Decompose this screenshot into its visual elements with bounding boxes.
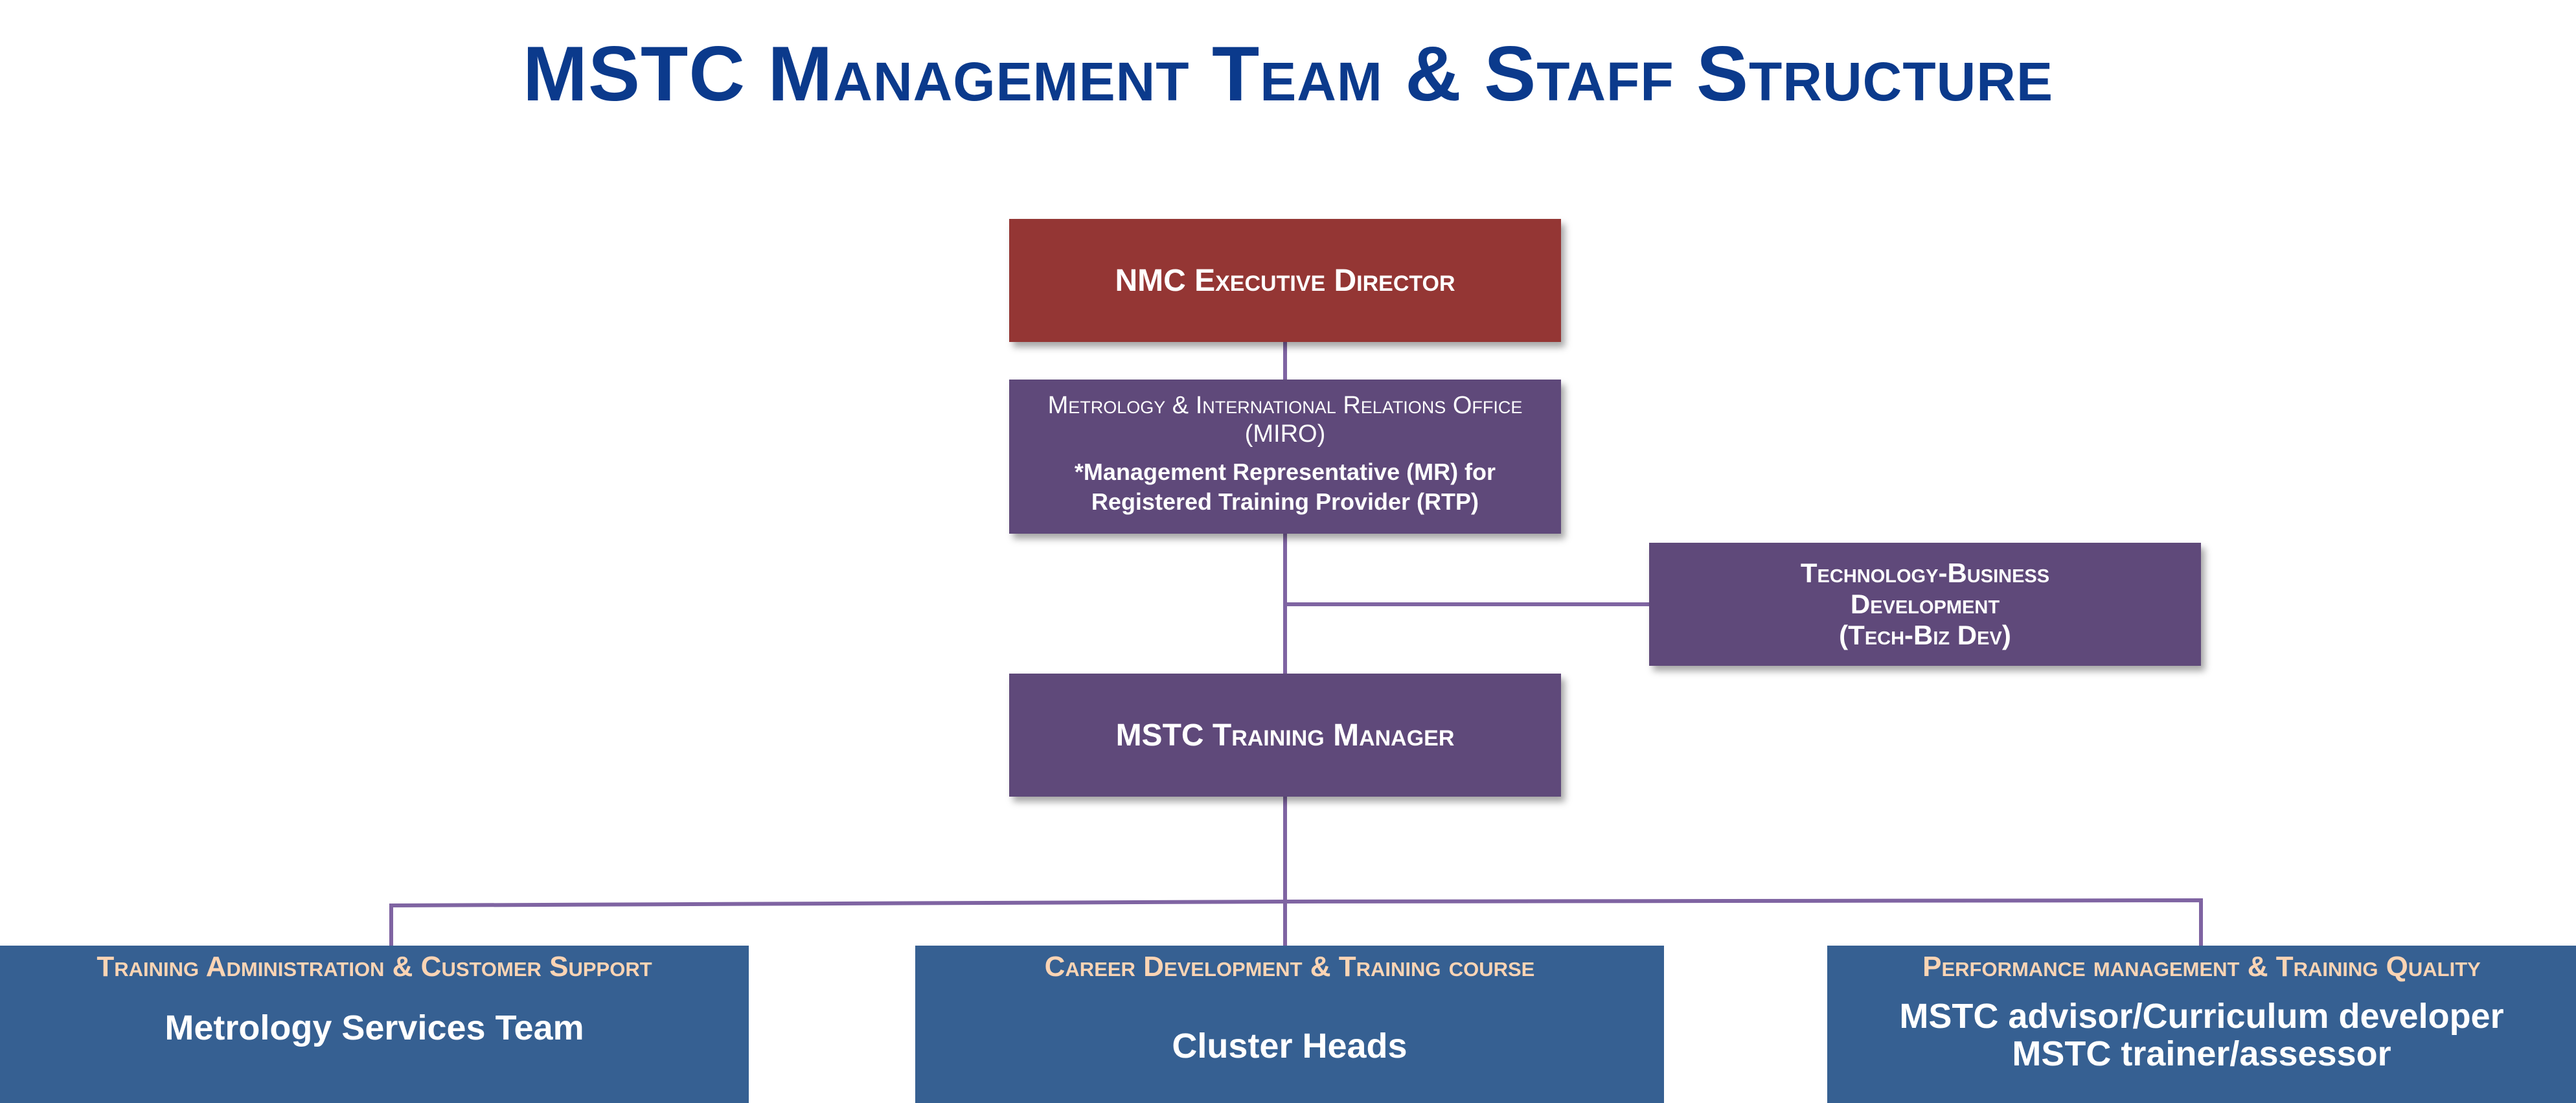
team-staff: Cluster Heads (1172, 1027, 1408, 1065)
team-box-performance-management: Performance management & Training Qualit… (1827, 946, 2576, 1103)
page-title: MSTC Management Team & Staff Structure (523, 30, 2053, 117)
miro-name: Metrology & International Relations Offi… (1047, 392, 1523, 419)
tech-biz-dev-line: (Tech-Biz Dev) (1839, 620, 2011, 650)
connector-team-bus (389, 898, 2203, 946)
miro-abbreviation: (MIRO) (1244, 420, 1326, 448)
tech-biz-dev-line: Development (1850, 589, 2000, 619)
miro-box: Metrology & International Relations Offi… (1009, 380, 1561, 534)
training-manager-label: MSTC Training Manager (1115, 718, 1455, 753)
miro-note: *Management Representative (MR) for Regi… (1075, 457, 1496, 517)
miro-note-line: *Management Representative (MR) for (1074, 459, 1496, 485)
tech-biz-dev-box: Technology-Business Development (Tech-Bi… (1649, 543, 2201, 666)
team-heading: Performance management & Training Qualit… (1922, 951, 2481, 983)
team-staff: MSTC trainer/assessor (2012, 1034, 2391, 1073)
training-manager-box: MSTC Training Manager (1009, 674, 1561, 797)
miro-note-line: Registered Training Provider (RTP) (1091, 488, 1479, 515)
team-heading: Career Development & Training course (1044, 951, 1535, 983)
team-staff: Metrology Services Team (165, 1008, 584, 1047)
team-heading: Training Administration & Customer Suppo… (97, 951, 652, 983)
tech-biz-dev-line: Technology-Business (1800, 558, 2050, 588)
team-staff: MSTC advisor/Curriculum developer (1899, 997, 2504, 1036)
executive-director-box: NMC Executive Director (1009, 219, 1561, 342)
executive-director-label: NMC Executive Director (1115, 263, 1455, 298)
team-box-career-development: Career Development & Training course Clu… (915, 946, 1664, 1103)
team-box-training-administration: Training Administration & Customer Suppo… (0, 946, 749, 1103)
